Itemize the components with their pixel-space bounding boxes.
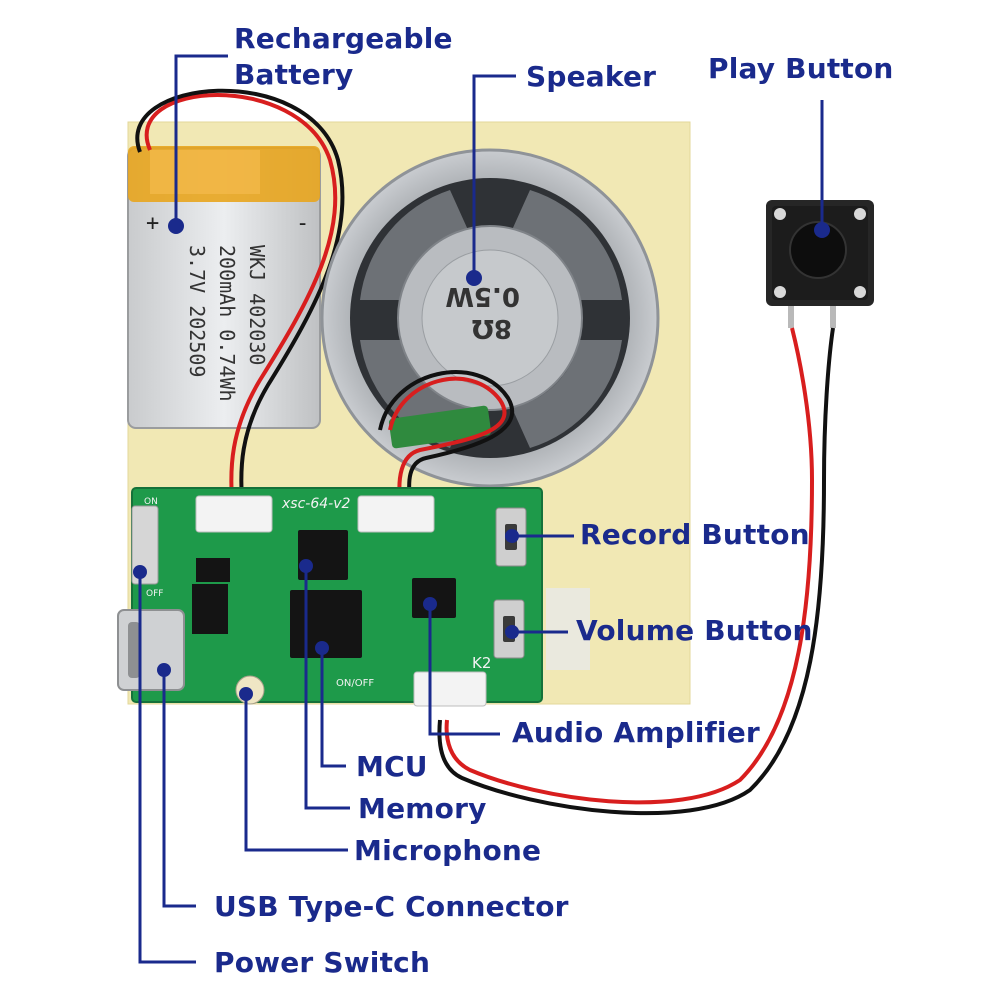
battery-print-line2: 200mAh 0.74Wh	[215, 245, 239, 402]
usb-connector-part	[117, 609, 185, 691]
leader-speaker	[472, 74, 516, 276]
speaker: 8Ω 0.5W	[320, 148, 660, 488]
label-audio-amplifier: Audio Amplifier	[512, 716, 760, 749]
power-switch-part	[131, 505, 159, 585]
battery-print-line3: 3.7V 202509	[185, 245, 209, 377]
dot-memory	[299, 559, 313, 573]
play-wire-black	[437, 327, 835, 816]
dot-usb	[157, 663, 171, 677]
speaker-impedance-print: 8Ω	[472, 313, 512, 343]
leader-microphone	[244, 694, 348, 852]
pcb-off-print: OFF	[146, 589, 163, 599]
pcb-board: xsc-64-v2 K2 ON OFF ON/OFF	[117, 487, 590, 707]
label-volume-button: Volume Button	[576, 614, 813, 647]
speaker-power-print: 0.5W	[445, 281, 520, 311]
pcb-on-print: ON	[144, 497, 158, 507]
leader-amplifier	[428, 604, 500, 736]
speaker-connector	[357, 495, 435, 533]
speaker-wire-black	[378, 370, 515, 501]
leader-usb	[162, 670, 196, 908]
speaker-wire-red	[388, 376, 507, 501]
speaker-terminal-board	[388, 405, 492, 449]
leader-battery	[174, 54, 228, 226]
dot-volume	[505, 625, 519, 639]
label-mcu: MCU	[356, 750, 428, 783]
battery-print-line1: WKJ 402030	[245, 245, 269, 365]
leader-memory	[304, 566, 350, 810]
label-memory: Memory	[358, 792, 487, 825]
battery-connector	[195, 495, 273, 533]
battery: + - WKJ 402030 200mAh 0.74Wh 3.7V 202509	[127, 146, 321, 429]
pcb-model-print: xsc-64-v2	[281, 496, 350, 512]
label-speaker: Speaker	[526, 60, 657, 93]
label-play-button: Play Button	[708, 52, 894, 85]
dot-speaker	[466, 270, 482, 286]
dot-amplifier	[423, 597, 437, 611]
battery-wire-black	[135, 88, 345, 501]
pcb-onoff-print: ON/OFF	[336, 678, 374, 689]
battery-plus-sign: +	[146, 211, 159, 236]
dot-microphone	[239, 687, 253, 701]
leader-mcu	[320, 648, 346, 768]
dot-mcu	[315, 641, 329, 655]
label-battery-line1: Rechargeable	[234, 22, 453, 55]
battery-minus-sign: -	[296, 211, 309, 236]
leader-power-switch	[138, 572, 196, 964]
dot-play	[814, 222, 830, 238]
label-battery-line2: Battery	[234, 58, 354, 91]
play-connector	[413, 671, 487, 707]
label-microphone: Microphone	[354, 834, 542, 867]
dot-power-switch	[133, 565, 147, 579]
dot-battery	[168, 218, 184, 234]
play-wire-red	[444, 327, 815, 805]
leader-dots	[133, 218, 830, 701]
label-usb: USB Type-C Connector	[214, 890, 569, 923]
leader-lines	[138, 54, 824, 964]
pcb-k2-print: K2	[472, 654, 491, 672]
play-button-component	[766, 200, 874, 328]
label-power-switch: Power Switch	[214, 946, 431, 979]
battery-wire-red	[144, 93, 338, 501]
dot-record	[505, 529, 519, 543]
amplifier-chip	[412, 578, 456, 618]
label-record-button: Record Button	[580, 518, 810, 551]
memory-chip	[290, 590, 362, 658]
